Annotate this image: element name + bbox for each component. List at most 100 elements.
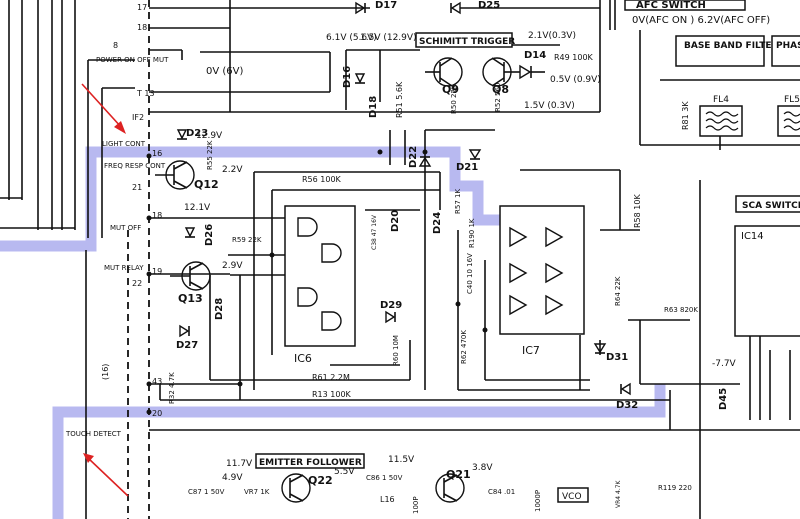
r56-label: R56 100K [302, 175, 342, 184]
signal-freq-resp-cont: FREQ RESP CONT [104, 162, 166, 170]
vco-box [557, 487, 589, 503]
vco-label: VCO [562, 492, 582, 502]
diode-d26 [184, 227, 196, 238]
transistor-q22 [281, 473, 311, 503]
c84-label: C84 .01 [488, 488, 515, 496]
c86-label: C86 1 50V [366, 474, 403, 482]
top-area-wires [149, 0, 800, 146]
v15a-label: 1.5V (12.9V) [360, 33, 417, 43]
diode-d31 [593, 343, 607, 354]
red-arrow-touch-detect [83, 453, 129, 497]
c87-label: C87 1 50V [188, 488, 225, 496]
diode-d27 [179, 324, 190, 338]
pin-16-vertical: (16) [101, 364, 110, 380]
q22-label: Q22 [308, 474, 333, 487]
schmitt-trigger-box [415, 32, 513, 48]
d23-label: D23 [186, 128, 208, 139]
v15b-label: 1.5V (0.3V) [524, 101, 575, 111]
ic14-label: IC14 [741, 231, 764, 242]
d29-label: D29 [380, 300, 402, 311]
pin-19: 19 [152, 267, 162, 276]
v49-label: 4.9V [222, 473, 243, 483]
d14-label: D14 [524, 50, 546, 61]
r49-label: R49 100K [554, 53, 594, 62]
diode-d17 [355, 1, 366, 15]
sw1-label: 100P [412, 496, 420, 514]
afc-switch-box [624, 0, 746, 11]
v115-label: 11.5V [388, 455, 415, 465]
v05-label: 0.5V (0.9V) [550, 75, 601, 85]
sca-switch-box [735, 195, 800, 213]
transistor-q12 [155, 160, 195, 190]
diode-d25 [450, 1, 461, 15]
signal-mut-off: MUT OFF [110, 224, 141, 232]
emitter-follower-label: EMITTER FOLLOWER [259, 458, 362, 468]
d28-label: D28 [214, 298, 225, 320]
r62-label: R62 470K [460, 330, 468, 364]
c38-label: C38 47 16V [371, 214, 378, 250]
afc-switch-label: AFC SWITCH [636, 0, 706, 11]
signal-mut-relay: MUT RELAY [104, 264, 144, 272]
r190-label: R190 1K [468, 218, 476, 248]
afc-voltage-label: 0V(AFC ON ) 6.2V(AFC OFF) [632, 15, 770, 26]
d27-label: D27 [176, 340, 198, 351]
vr7-label: VR7 1K [244, 488, 270, 496]
diode-d29 [385, 310, 396, 324]
pin-t13: T 13 [136, 89, 155, 98]
d24-label: D24 [432, 212, 443, 234]
d45-label: D45 [718, 388, 729, 410]
vr4-label: VR4 4.7K [615, 479, 622, 508]
pin-21: 21 [132, 183, 142, 192]
diode-d22 [418, 156, 432, 167]
d26-label: D26 [204, 224, 215, 246]
r32-label: R32 4.7K [168, 372, 176, 404]
v29-label: 2.9V [222, 261, 243, 271]
diode-d14 [519, 64, 545, 80]
baseband-filter-label: BASE BAND FILTER [684, 41, 779, 51]
v117-label: 11.7V [226, 459, 253, 469]
r58-label: R58 10K [633, 194, 642, 228]
d20-label: D20 [390, 210, 401, 232]
v22-label: 2.2V [222, 165, 243, 175]
fl5-label: FL5 [784, 95, 800, 105]
diode-d21 [468, 149, 482, 160]
signal-light-cont: LIGHT CONT [102, 140, 146, 148]
ic6-label: IC6 [294, 352, 312, 365]
highlight-path-touch-detect [52, 384, 666, 519]
phase-equalizer-box [771, 35, 800, 67]
pin-20: 20 [152, 409, 162, 418]
ic7-box [499, 205, 585, 335]
r51-label: R51 5.6K [395, 81, 404, 118]
pin-8: 8 [113, 41, 118, 50]
baseband-filter-box [675, 35, 765, 67]
v129-label: 12.9V [196, 131, 223, 141]
diode-d16 [354, 73, 366, 84]
ic6-gates [297, 217, 342, 331]
c40-label: C40 10 16V [466, 253, 474, 294]
left-edge-wires [0, 0, 135, 519]
filter-fl4 [699, 105, 743, 150]
diode-d23 [176, 129, 188, 140]
r13-label: R13 100K [312, 390, 352, 399]
pin-18b: 18 [152, 211, 162, 220]
pin-if2: IF2 [132, 113, 144, 122]
d31-label: D31 [606, 352, 628, 363]
pin-18: 18 [137, 23, 147, 32]
pin-17: 17 [137, 3, 147, 12]
pin-16: 16 [152, 149, 162, 158]
d17-label: D17 [375, 0, 397, 11]
q13-label: Q13 [178, 292, 203, 305]
q9-label: Q9 [442, 83, 459, 96]
transistor-q9 [425, 57, 463, 87]
transistor-q8 [482, 57, 520, 87]
ic6-box [284, 205, 356, 347]
v55-label: 5.5V [334, 467, 355, 477]
v121-label: 12.1V [184, 203, 211, 213]
filter-fl5 [777, 105, 800, 137]
ic14-box [734, 225, 800, 337]
center-wires [149, 129, 800, 519]
r55-label: R55 22K [206, 140, 214, 170]
v0-label: 0V (6V) [206, 66, 243, 77]
signal-touch-detect: TOUCH DETECT [65, 430, 122, 438]
